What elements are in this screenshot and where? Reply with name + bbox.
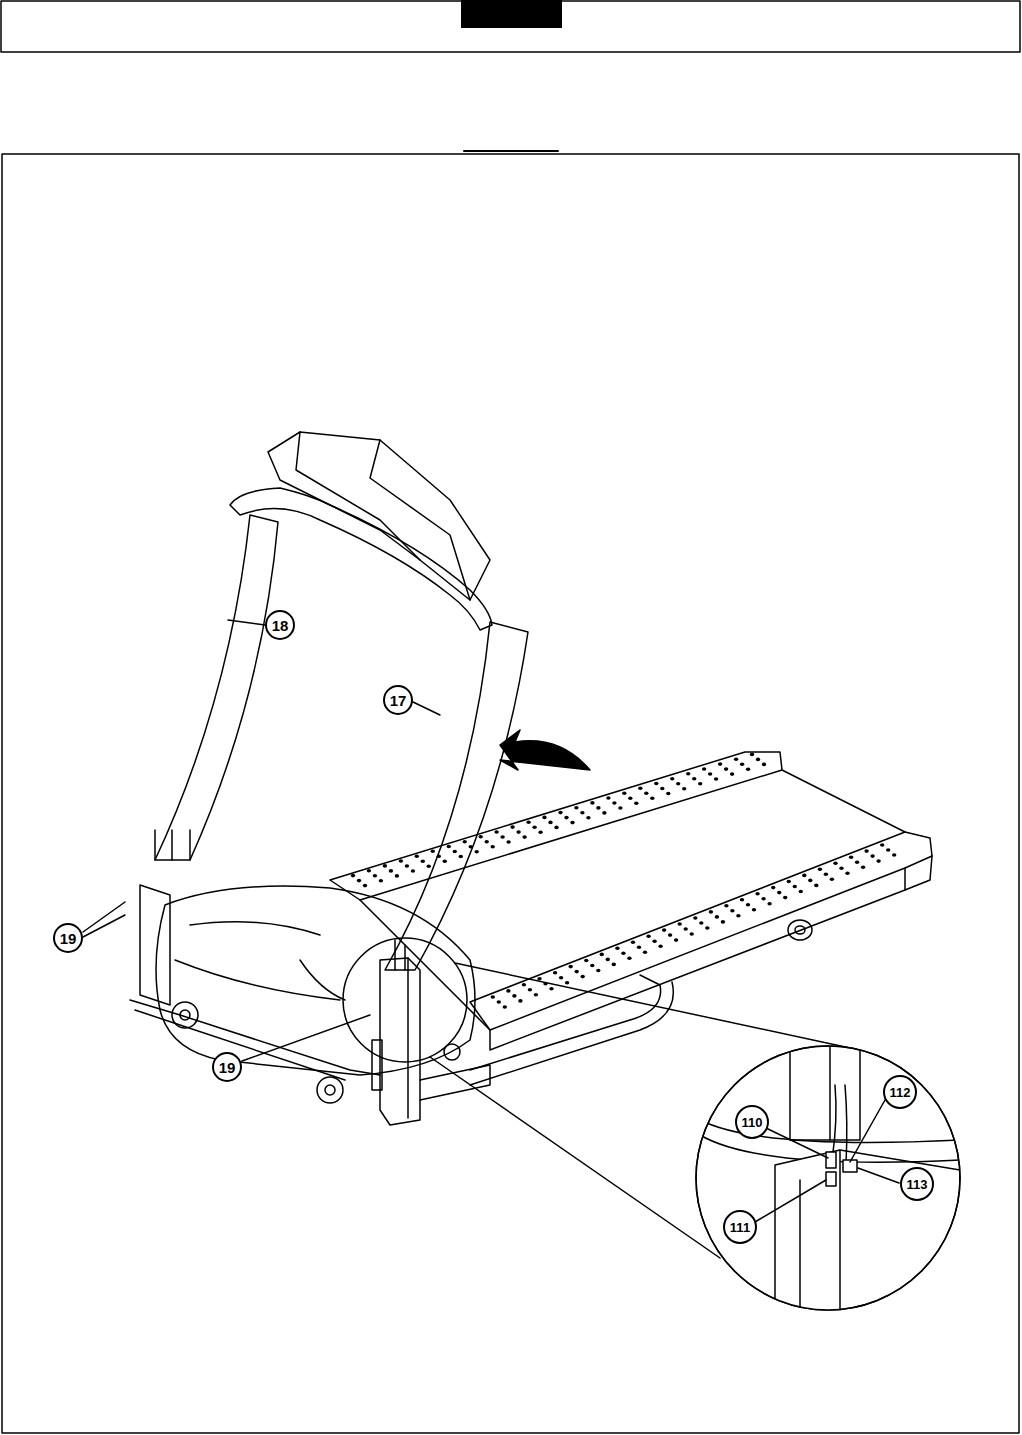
callout-number: 19 — [53, 923, 83, 953]
callout-number: 112 — [883, 1075, 917, 1109]
callout-number: 19 — [212, 1052, 242, 1082]
callout-number: 17 — [383, 685, 413, 715]
callout-number: 110 — [735, 1105, 769, 1139]
callout-number: 18 — [265, 610, 295, 640]
callout-number: 111 — [723, 1210, 757, 1244]
callout-number: 113 — [900, 1167, 934, 1201]
